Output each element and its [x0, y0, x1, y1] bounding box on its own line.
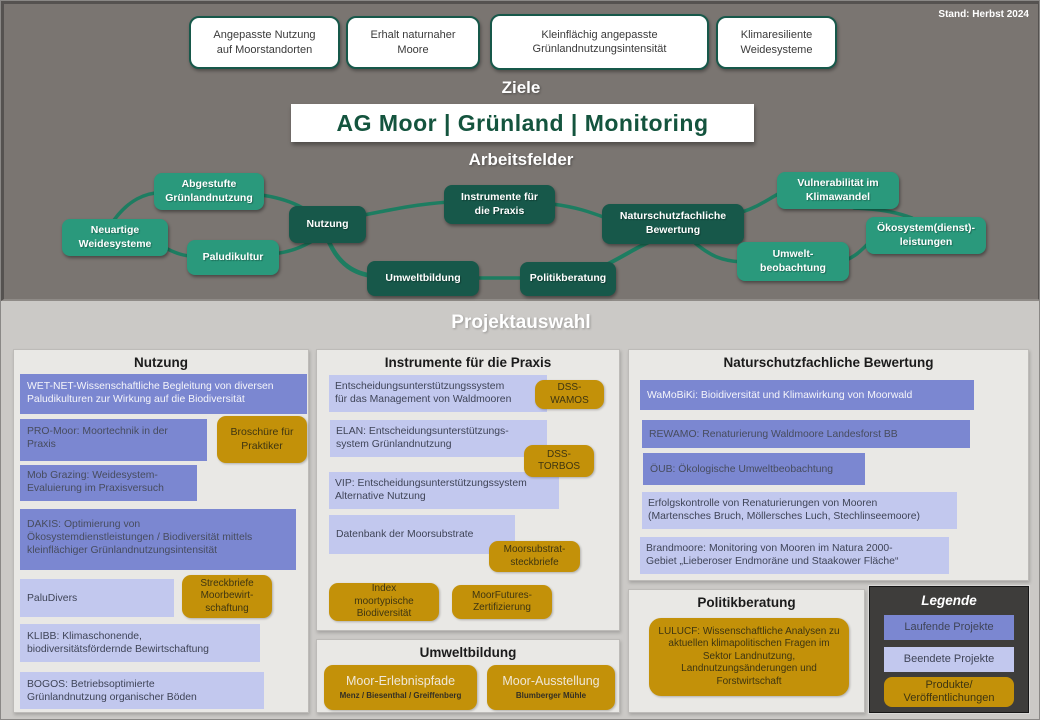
- panel-nutzung-title: Nutzung: [134, 355, 188, 370]
- project-promoor: PRO-Moor: Moortechnik in der Praxis: [20, 419, 207, 461]
- projektauswahl-heading: Projektauswahl: [451, 312, 591, 333]
- product-title: Moor-Erlebnispfade: [345, 673, 456, 688]
- node-politikberatung: Politikberatung: [520, 262, 616, 296]
- panel-politikberatung-title: Politikberatung: [697, 595, 796, 610]
- product-title: Moor-Ausstellung: [502, 673, 600, 688]
- panel-instrumente: Instrumente für die Praxis Entscheidungs…: [316, 349, 620, 631]
- panel-bewertung: Naturschutzfachliche Bewertung WaMoBiKi:…: [628, 349, 1029, 581]
- node-oekosystemleistungen: Ökosystem(dienst)- leistungen: [866, 217, 986, 254]
- ziele-heading: Ziele: [501, 78, 541, 97]
- node-vulnerabilitaet: Vulnerabilität im Klimawandel: [777, 172, 899, 209]
- project-rewamo: REWAMO: Renaturierung Waldmoore Landesfo…: [642, 420, 970, 448]
- panel-instrumente-title: Instrumente für die Praxis: [384, 355, 552, 370]
- goal-box-angepasste-nutzung: Angepasste Nutzung auf Moorstandorten: [189, 16, 340, 69]
- product-dss-torbos: DSS- TORBOS: [524, 445, 594, 477]
- arbeitsfelder-heading: Arbeitsfelder: [468, 150, 574, 169]
- project-vip: VIP: Entscheidungsunterstützungssystem A…: [329, 472, 559, 509]
- project-elan: ELAN: Entscheidungsunterstützungs- syste…: [330, 420, 547, 457]
- project-datenbank-moorsubstrate: Datenbank der Moorsubstrate: [329, 515, 515, 554]
- projects-section: Projektauswahl Nutzung WET-NET-Wissensch…: [1, 301, 1039, 719]
- node-abgestufte-gruenlandnutzung: Abgestufte Grünlandnutzung: [154, 173, 264, 210]
- product-lulucf: LULUCF: Wissenschaftliche Analysen zu ak…: [649, 618, 849, 696]
- project-klibb: KLIBB: Klimaschonende, biodiversitätsför…: [20, 624, 260, 662]
- product-subtitle: Blumberger Mühle: [515, 691, 587, 701]
- panel-umweltbildung-title: Umweltbildung: [419, 645, 517, 660]
- project-dss-wamos-system: Entscheidungsunterstützungssystem für da…: [329, 375, 547, 412]
- legend-beendete-projekte: Beendete Projekte: [884, 647, 1014, 672]
- project-mobgrazing: Mob Grazing: Weidesystem- Evaluierung im…: [20, 465, 197, 501]
- product-subtitle: Menz / Biesenthal / Greiffenberg: [339, 691, 462, 701]
- node-umweltbeobachtung: Umwelt- beobachtung: [737, 242, 849, 281]
- panel-bewertung-title: Naturschutzfachliche Bewertung: [723, 355, 934, 370]
- goal-box-gruenlandintensitaet: Kleinflächig angepasste Grünlandnutzungs…: [490, 14, 709, 70]
- main-title: AG Moor | Grünland | Monitoring: [291, 104, 754, 142]
- node-naturschutzfachliche-bewertung: Naturschutzfachliche Bewertung: [602, 204, 744, 244]
- project-paludivers: PaluDivers: [20, 579, 174, 617]
- product-moorfutures: MoorFutures- Zertifizierung: [452, 585, 552, 619]
- legend-laufende-projekte: Laufende Projekte: [884, 615, 1014, 640]
- header-section: Stand: Herbst 2024 Angepasste Nutzung au…: [1, 1, 1039, 301]
- product-dss-wamos: DSS- WAMOS: [535, 380, 604, 409]
- node-neuartige-weidesysteme: Neuartige Weidesysteme: [62, 219, 168, 256]
- product-streckbriefe: Streckbriefe Moorbewirt- schaftung: [182, 575, 272, 618]
- project-dakis: DAKIS: Optimierung von Ökosystemdienstle…: [20, 509, 296, 570]
- panel-umweltbildung: Umweltbildung Moor-Erlebnispfade Menz / …: [316, 639, 620, 713]
- connector-lines: [112, 190, 914, 280]
- panel-nutzung: Nutzung WET-NET-Wissenschaftliche Beglei…: [13, 349, 309, 713]
- goal-box-weidesysteme: Klimaresiliente Weidesysteme: [716, 16, 837, 69]
- status-date: Stand: Herbst 2024: [938, 9, 1029, 20]
- project-wetnet: WET-NET-Wissenschaftliche Begleitung von…: [20, 374, 307, 414]
- legend-produkte: Produkte/ Veröffentlichungen: [884, 677, 1014, 707]
- legend-title: Legende: [921, 593, 977, 608]
- node-nutzung: Nutzung: [289, 206, 366, 243]
- project-brandmoore: Brandmoore: Monitoring von Mooren im Nat…: [640, 537, 949, 574]
- panel-politikberatung: Politikberatung LULUCF: Wissenschaftlich…: [628, 589, 865, 713]
- product-broschuere: Broschüre für Praktiker: [217, 416, 307, 463]
- product-moorsubstrat-steckbriefe: Moorsubstrat- steckbriefe: [489, 541, 580, 572]
- panel-legende: Legende Laufende Projekte Beendete Proje…: [869, 586, 1029, 713]
- project-oeub: ÖUB: Ökologische Umweltbeobachtung: [643, 453, 865, 485]
- project-bogos: BOGOS: Betriebsoptimierte Grünlandnutzun…: [20, 672, 264, 709]
- project-erfolgskontrolle: Erfolgskontrolle von Renaturierungen von…: [642, 492, 957, 529]
- product-index-biodiversitaet: Index moortypische Biodiversität: [329, 583, 439, 621]
- project-wamobiki: WaMoBiKi: Bioidiversität und Klimawirkun…: [640, 380, 974, 410]
- product-moor-ausstellung: Moor-Ausstellung Blumberger Mühle: [487, 665, 615, 710]
- node-umweltbildung: Umweltbildung: [367, 261, 479, 296]
- node-instrumente: Instrumente für die Praxis: [444, 185, 555, 224]
- goal-box-erhalt-moore: Erhalt naturnaher Moore: [346, 16, 480, 69]
- node-paludikultur: Paludikultur: [187, 240, 279, 275]
- product-moor-erlebnispfade: Moor-Erlebnispfade Menz / Biesenthal / G…: [324, 665, 477, 710]
